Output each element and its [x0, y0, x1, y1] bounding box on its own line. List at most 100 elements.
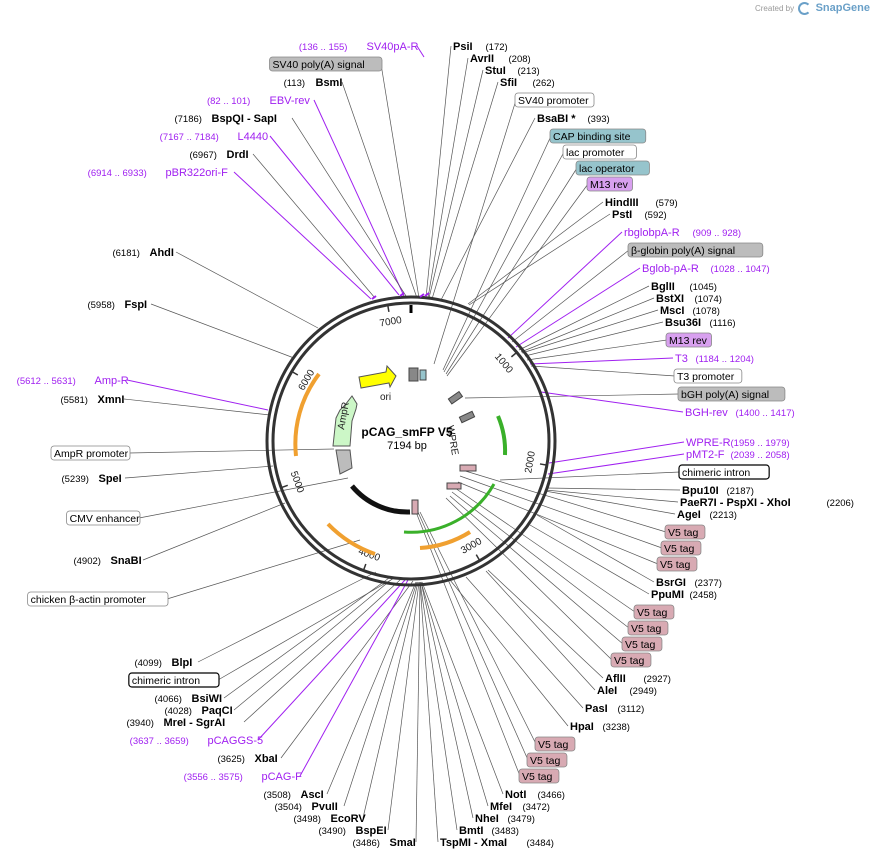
label-position: (3498): [293, 814, 320, 825]
leader-line: [451, 491, 630, 629]
label-name: DrdI: [227, 149, 249, 161]
leader-line: [341, 81, 418, 299]
leader-line: [142, 502, 286, 561]
leader-line: [197, 571, 377, 663]
label-name: M13 rev: [590, 179, 629, 191]
label-name: V5 tag: [625, 639, 656, 651]
leader-line: [233, 578, 393, 711]
label-position: (3466): [538, 790, 565, 801]
label-name: SmaI: [390, 837, 416, 849]
label-position: (82 .. 101): [207, 96, 250, 107]
label-name: EBV-rev: [270, 95, 311, 107]
label-position: (579): [656, 198, 678, 209]
leader-line: [529, 357, 674, 365]
leader-line: [524, 321, 664, 357]
backbone-inner-circle: [271, 301, 551, 581]
label-name: BstXI: [656, 293, 684, 305]
label-position: (5581): [60, 395, 87, 406]
label-box: [534, 736, 576, 752]
label-name: EcoRV: [331, 813, 367, 825]
label-name: PaeR7I - PspXI - XhoI: [680, 497, 791, 509]
label-position: (1045): [690, 282, 717, 293]
label-name: BGH-rev: [685, 407, 728, 419]
ampr-feature: [332, 395, 358, 447]
label-box: [678, 464, 770, 480]
leader-line: [252, 153, 376, 299]
cag-promoter-arc: [419, 530, 472, 550]
label-position: (1028 .. 1047): [711, 264, 770, 275]
label-name: pCAG-F: [262, 771, 303, 783]
label-name: SfiI: [500, 77, 517, 89]
label-box: [526, 752, 568, 768]
ampr-gray-block: [335, 449, 353, 475]
leader-line: [487, 569, 604, 679]
label-name: pBR322ori-F: [166, 167, 229, 179]
label-position: (2949): [630, 686, 657, 697]
pink-block-a: [459, 464, 477, 472]
leader-line: [299, 579, 409, 777]
label-name: chicken β-actin promoter: [31, 594, 147, 606]
label-name: FspI: [125, 299, 148, 311]
tick-mark: [510, 351, 518, 358]
leader-line: [223, 577, 390, 699]
gene-arc-black: [350, 484, 411, 515]
leader-line: [449, 579, 569, 727]
leader-line: [150, 303, 295, 359]
leader-line: [440, 117, 536, 301]
label-name: Bpu10I: [682, 485, 719, 497]
backbone-outer-circle: [265, 295, 557, 587]
leader-line: [362, 581, 419, 819]
label-position: (3940): [126, 718, 153, 729]
label-position: (3483): [492, 826, 519, 837]
leader-line: [419, 581, 439, 843]
label-position: (3472): [523, 802, 550, 813]
label-name: V5 tag: [664, 543, 695, 555]
leader-line: [269, 135, 400, 296]
leader-line: [417, 511, 529, 761]
plasmid-name: pCAG_smFP V5: [361, 425, 452, 439]
label-position: (6967): [189, 150, 216, 161]
label-position: (393): [588, 114, 610, 125]
label-name: PsiI: [453, 41, 473, 53]
label-position: (3484): [527, 838, 554, 849]
label-box: [514, 92, 595, 108]
label-position: (3504): [274, 802, 301, 813]
label-position: (7186): [174, 114, 201, 125]
label-name: BspQI - SapI: [212, 113, 277, 125]
leader-line: [548, 441, 685, 464]
label-position: (3238): [603, 722, 630, 733]
label-position: (262): [533, 78, 555, 89]
primer-marks-top: [371, 292, 430, 300]
leader-line: [387, 581, 420, 831]
label-name: bGH poly(A) signal: [681, 389, 769, 401]
label-name: SpeI: [99, 473, 122, 485]
label-position: (1184 .. 1204): [696, 354, 754, 365]
leader-line: [468, 213, 611, 306]
leader-line: [128, 448, 335, 454]
label-name: SV40 promoter: [518, 95, 589, 107]
leader-line: [521, 309, 659, 354]
label-box: [128, 672, 220, 688]
label-position: (3556 .. 3575): [184, 772, 243, 783]
label-position: (2458): [690, 590, 717, 601]
label-position: (592): [645, 210, 667, 221]
ampr-promoter-arc: [293, 372, 321, 457]
leader-line: [540, 391, 684, 413]
label-name: V5 tag: [538, 739, 569, 751]
leader-line: [520, 297, 655, 353]
label-name: pMT2-F: [686, 449, 725, 461]
leader-line: [465, 576, 584, 709]
tick-mark: [362, 563, 367, 571]
label-name: PaqCI: [202, 705, 233, 717]
leader-line: [420, 581, 474, 819]
wpre-arc: [496, 415, 508, 456]
leader-line: [459, 475, 663, 549]
label-name: lac operator: [579, 163, 635, 175]
label-position: (3112): [618, 704, 645, 715]
leader-line: [420, 581, 489, 807]
leader-line: [416, 45, 425, 58]
label-name: BsiWI: [192, 693, 223, 705]
leader-line: [425, 45, 452, 299]
leader-line: [431, 81, 499, 300]
